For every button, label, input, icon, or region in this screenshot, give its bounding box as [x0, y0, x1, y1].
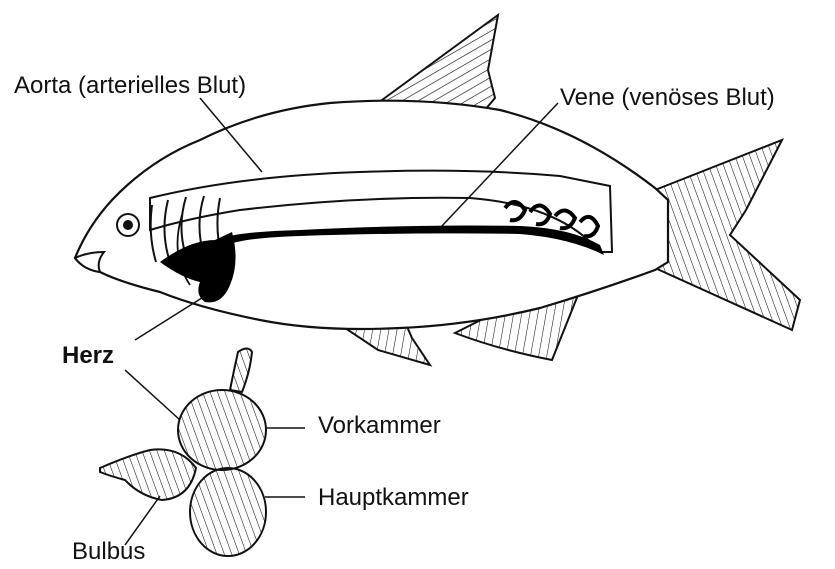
fish-body [75, 101, 668, 329]
tail-fin [655, 140, 800, 330]
label-hauptkammer: Hauptkammer [318, 486, 469, 510]
label-vene: Vene (venöses Blut) [560, 86, 775, 110]
label-herz: Herz [62, 344, 114, 368]
label-vorkammer: Vorkammer [318, 414, 441, 438]
label-bulbus: Bulbus [72, 540, 145, 564]
label-aorta: Aorta (arterielles Blut) [14, 74, 246, 98]
heart-detail [100, 349, 266, 557]
